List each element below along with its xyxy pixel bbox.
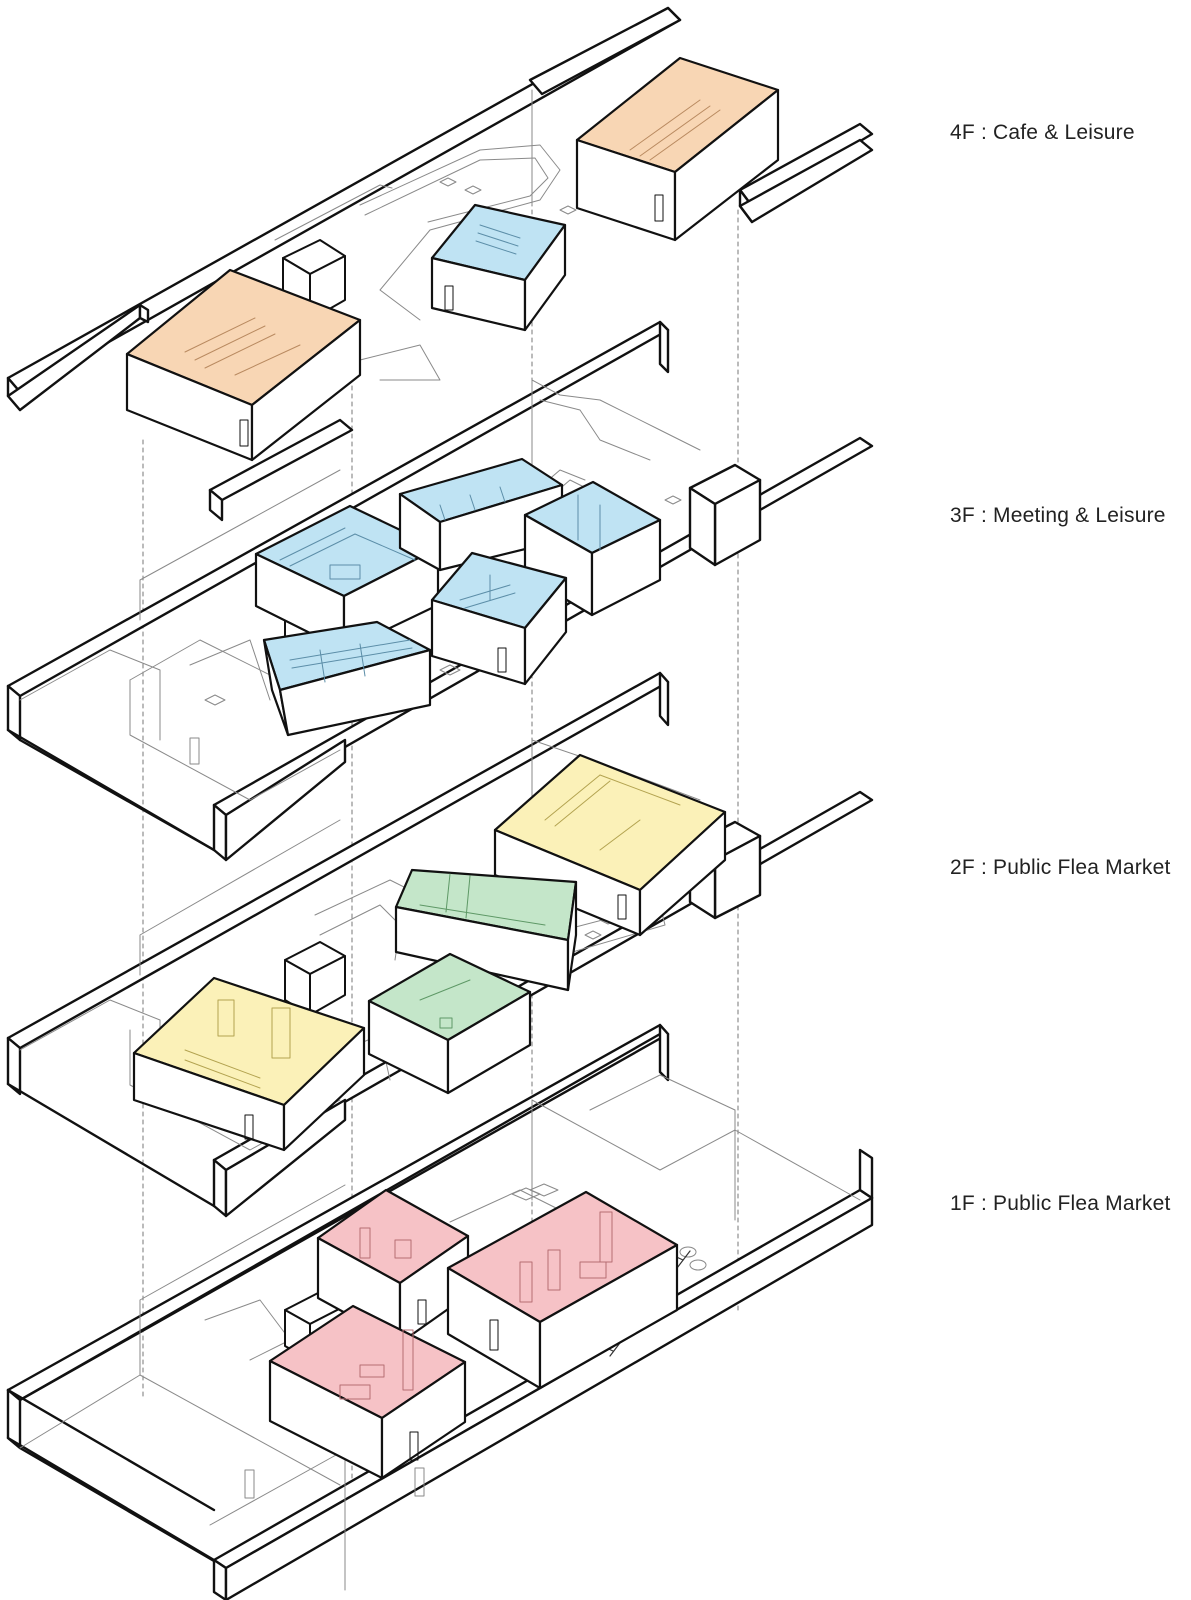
floor-4f-slab (6, 6, 874, 522)
floor-2f (6, 671, 874, 1218)
floor-1f-market-room-1 (316, 1188, 470, 1345)
floor-3f-meeting-room-4 (430, 551, 568, 686)
floor-label-3f: 3F : Meeting & Leisure (950, 504, 1166, 527)
floor-label-1f: 1F : Public Flea Market (950, 1192, 1171, 1215)
floor-2f-market-room-left (132, 976, 366, 1152)
floor-4f-interior (274, 89, 617, 381)
floor-4f-cafe-room-right (575, 56, 780, 242)
floor-3f-meeting-room-2 (398, 457, 564, 572)
floor-4f-cafe-room-left (125, 268, 362, 462)
floor-2f-market-room-green-1 (394, 868, 578, 992)
floor-4f-meeting-room (430, 203, 567, 332)
floor-1f-interior (19, 1074, 861, 1591)
floor-label-2f: 2F : Public Flea Market (950, 856, 1171, 879)
floor-1f-market-room-3 (268, 1304, 467, 1480)
floor-3f-meeting-room-5 (262, 620, 432, 737)
floor-1f-market-room-2 (446, 1190, 679, 1390)
floor-3f (6, 320, 874, 862)
floor-label-4f: 4F : Cafe & Leisure (950, 121, 1135, 144)
floor-4f (6, 6, 874, 522)
floor-1f (6, 1023, 874, 1600)
floor-2f-market-room-green-2 (367, 952, 532, 1095)
floor-3f-meeting-room-3 (523, 480, 662, 617)
